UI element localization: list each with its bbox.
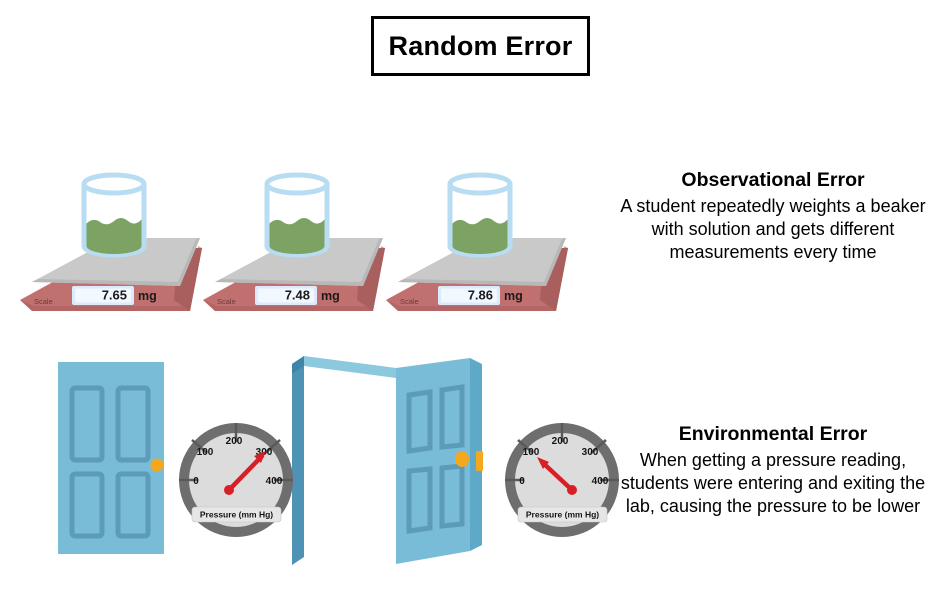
observational-error-heading: Observational Error	[681, 169, 865, 191]
gauge-caption: Pressure (mm Hg)	[200, 510, 273, 520]
gauge-ticks	[505, 423, 619, 482]
door-frame-jamb	[292, 356, 304, 565]
scale-name-label: Scale	[217, 297, 236, 306]
scale-unit-1: 7.65 mg Scale	[20, 175, 202, 311]
gauge-tick-0: 0	[193, 476, 199, 487]
scale-name-label: Scale	[400, 297, 419, 306]
door-knob-icon[interactable]	[455, 451, 469, 467]
observational-error-body: A student repeatedly weights a beaker wi…	[620, 196, 926, 263]
scale-reading: 7.65	[102, 288, 127, 303]
scale-name-label: Scale	[34, 297, 53, 306]
gauge-tick-300: 300	[582, 447, 599, 458]
gauge-tick-0: 0	[519, 476, 525, 487]
scale-display: 7.86	[438, 286, 500, 305]
scale-plate	[32, 238, 200, 286]
scale-unit-2: 7.48 mg Scale	[203, 175, 385, 311]
door-slab[interactable]	[396, 358, 470, 564]
door-closed[interactable]	[58, 362, 164, 554]
scale-unit-label: mg	[138, 289, 157, 303]
scale-reading: 7.86	[468, 288, 493, 303]
gauge-caption: Pressure (mm Hg)	[526, 510, 599, 520]
scale-plate	[398, 238, 566, 286]
door-latch-icon	[476, 451, 483, 471]
pressure-gauge-1: 0 100 200 300 400 Pressure (mm Hg)	[179, 423, 293, 537]
scale-unit-label: mg	[321, 289, 340, 303]
door-open[interactable]	[292, 356, 483, 565]
gauge-needle	[224, 451, 266, 495]
gauge-tick-400: 400	[592, 476, 609, 487]
environmental-error-body: When getting a pressure reading, student…	[620, 450, 926, 517]
scale-unit-3: 7.86 mg Scale	[386, 175, 568, 311]
gauge-tick-100: 100	[523, 447, 540, 458]
observational-error-illustration: 7.65 mg Scale	[10, 160, 590, 335]
gauge-ticks	[179, 423, 293, 482]
gauge-tick-400: 400	[266, 476, 283, 487]
page-title: Random Error	[388, 30, 573, 61]
scale-plate	[215, 238, 383, 286]
beaker	[450, 175, 510, 256]
scale-display: 7.65	[72, 286, 134, 305]
environmental-error-text: Environmental Error When getting a press…	[608, 422, 938, 518]
door-frame-lintel	[304, 356, 396, 378]
door-knob-icon[interactable]	[150, 458, 164, 472]
beaker	[267, 175, 327, 256]
gauge-tick-200: 200	[226, 436, 243, 447]
beaker	[84, 175, 144, 256]
gauge-tick-200: 200	[552, 436, 569, 447]
scale-reading: 7.48	[285, 288, 310, 303]
scale-unit-label: mg	[504, 289, 523, 303]
observational-error-text: Observational Error A student repeatedly…	[608, 168, 938, 264]
scale-display: 7.48	[255, 286, 317, 305]
environmental-error-illustration: 0 100 200 300 400 Pressure (mm Hg)	[30, 352, 619, 577]
gauge-tick-100: 100	[197, 447, 214, 458]
gauge-needle	[537, 457, 577, 495]
title-box: Random Error	[371, 16, 590, 76]
pressure-gauge-2: 0 100 200 300 400 Pressure (mm Hg)	[505, 423, 619, 537]
environmental-error-heading: Environmental Error	[678, 423, 868, 445]
